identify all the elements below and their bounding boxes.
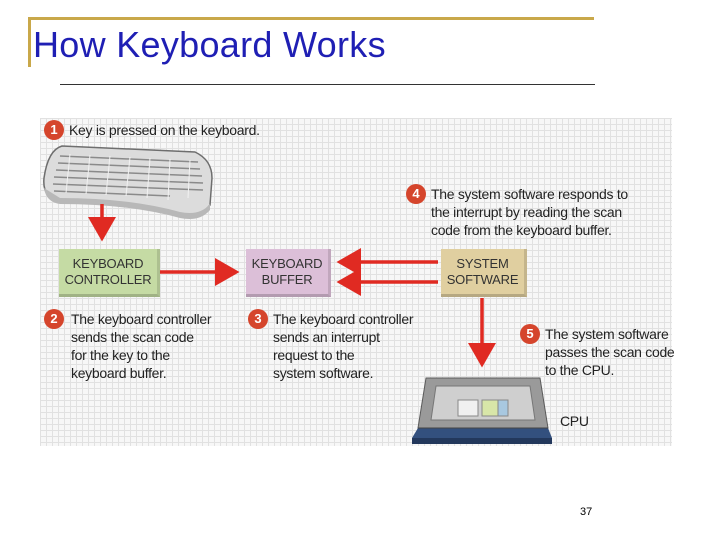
step-text-line: Key is pressed on the keyboard. [69,122,260,138]
step-2-badge: 2 [44,309,64,329]
step-1-text: Key is pressed on the keyboard. [69,121,260,139]
title-frame-top [30,17,594,20]
keyboard-icon [43,145,213,219]
title-frame-left [28,17,31,67]
step-text-line: sends the scan code [71,329,194,345]
step-3-badge: 3 [248,309,268,329]
step-1-badge: 1 [44,120,64,140]
step-3-text: The keyboard controller sends an interru… [273,310,413,382]
box-label-line: KEYBOARD [251,255,323,271]
box-label-line: KEYBOARD [72,255,144,271]
step-4-text: The system software responds to the inte… [431,185,628,239]
step-5-text: The system software passes the scan code… [545,325,675,379]
keyboard-buffer-box: KEYBOARD BUFFER [246,249,331,297]
keyboard-controller-box: KEYBOARD CONTROLLER [59,249,160,297]
step-text-line: keyboard buffer. [71,365,167,381]
box-label-line: BUFFER [261,271,313,287]
step-text-line: system software. [273,365,374,381]
cpu-chip-icon [412,377,552,444]
box-label-line: SYSTEM [456,255,509,271]
step-text-line: The system software [545,326,669,342]
step-5-badge: 5 [520,324,540,344]
flow-arrows [88,204,496,368]
step-text-line: passes the scan code [545,344,675,360]
step-text-line: for the key to the [71,347,170,363]
step-text-line: code from the keyboard buffer. [431,222,612,238]
step-text-line: request to the [273,347,355,363]
cpu-label: CPU [560,413,589,429]
title-rule [60,84,595,85]
page-number: 37 [580,506,593,518]
step-2-text: The keyboard controller sends the scan c… [71,310,211,382]
step-text-line: The system software responds to [431,186,628,202]
step-4-badge: 4 [406,184,426,204]
box-label-line: SOFTWARE [446,271,519,287]
step-text-line: The keyboard controller [273,311,414,327]
box-label-line: CONTROLLER [64,271,152,287]
system-software-box: SYSTEM SOFTWARE [441,249,527,297]
step-text-line: sends an interrupt [273,329,380,345]
step-text-line: the interrupt by reading the scan [431,204,622,220]
slide-title: How Keyboard Works [33,24,386,65]
step-text-line: to the CPU. [545,362,615,378]
step-text-line: The keyboard controller [71,311,212,327]
